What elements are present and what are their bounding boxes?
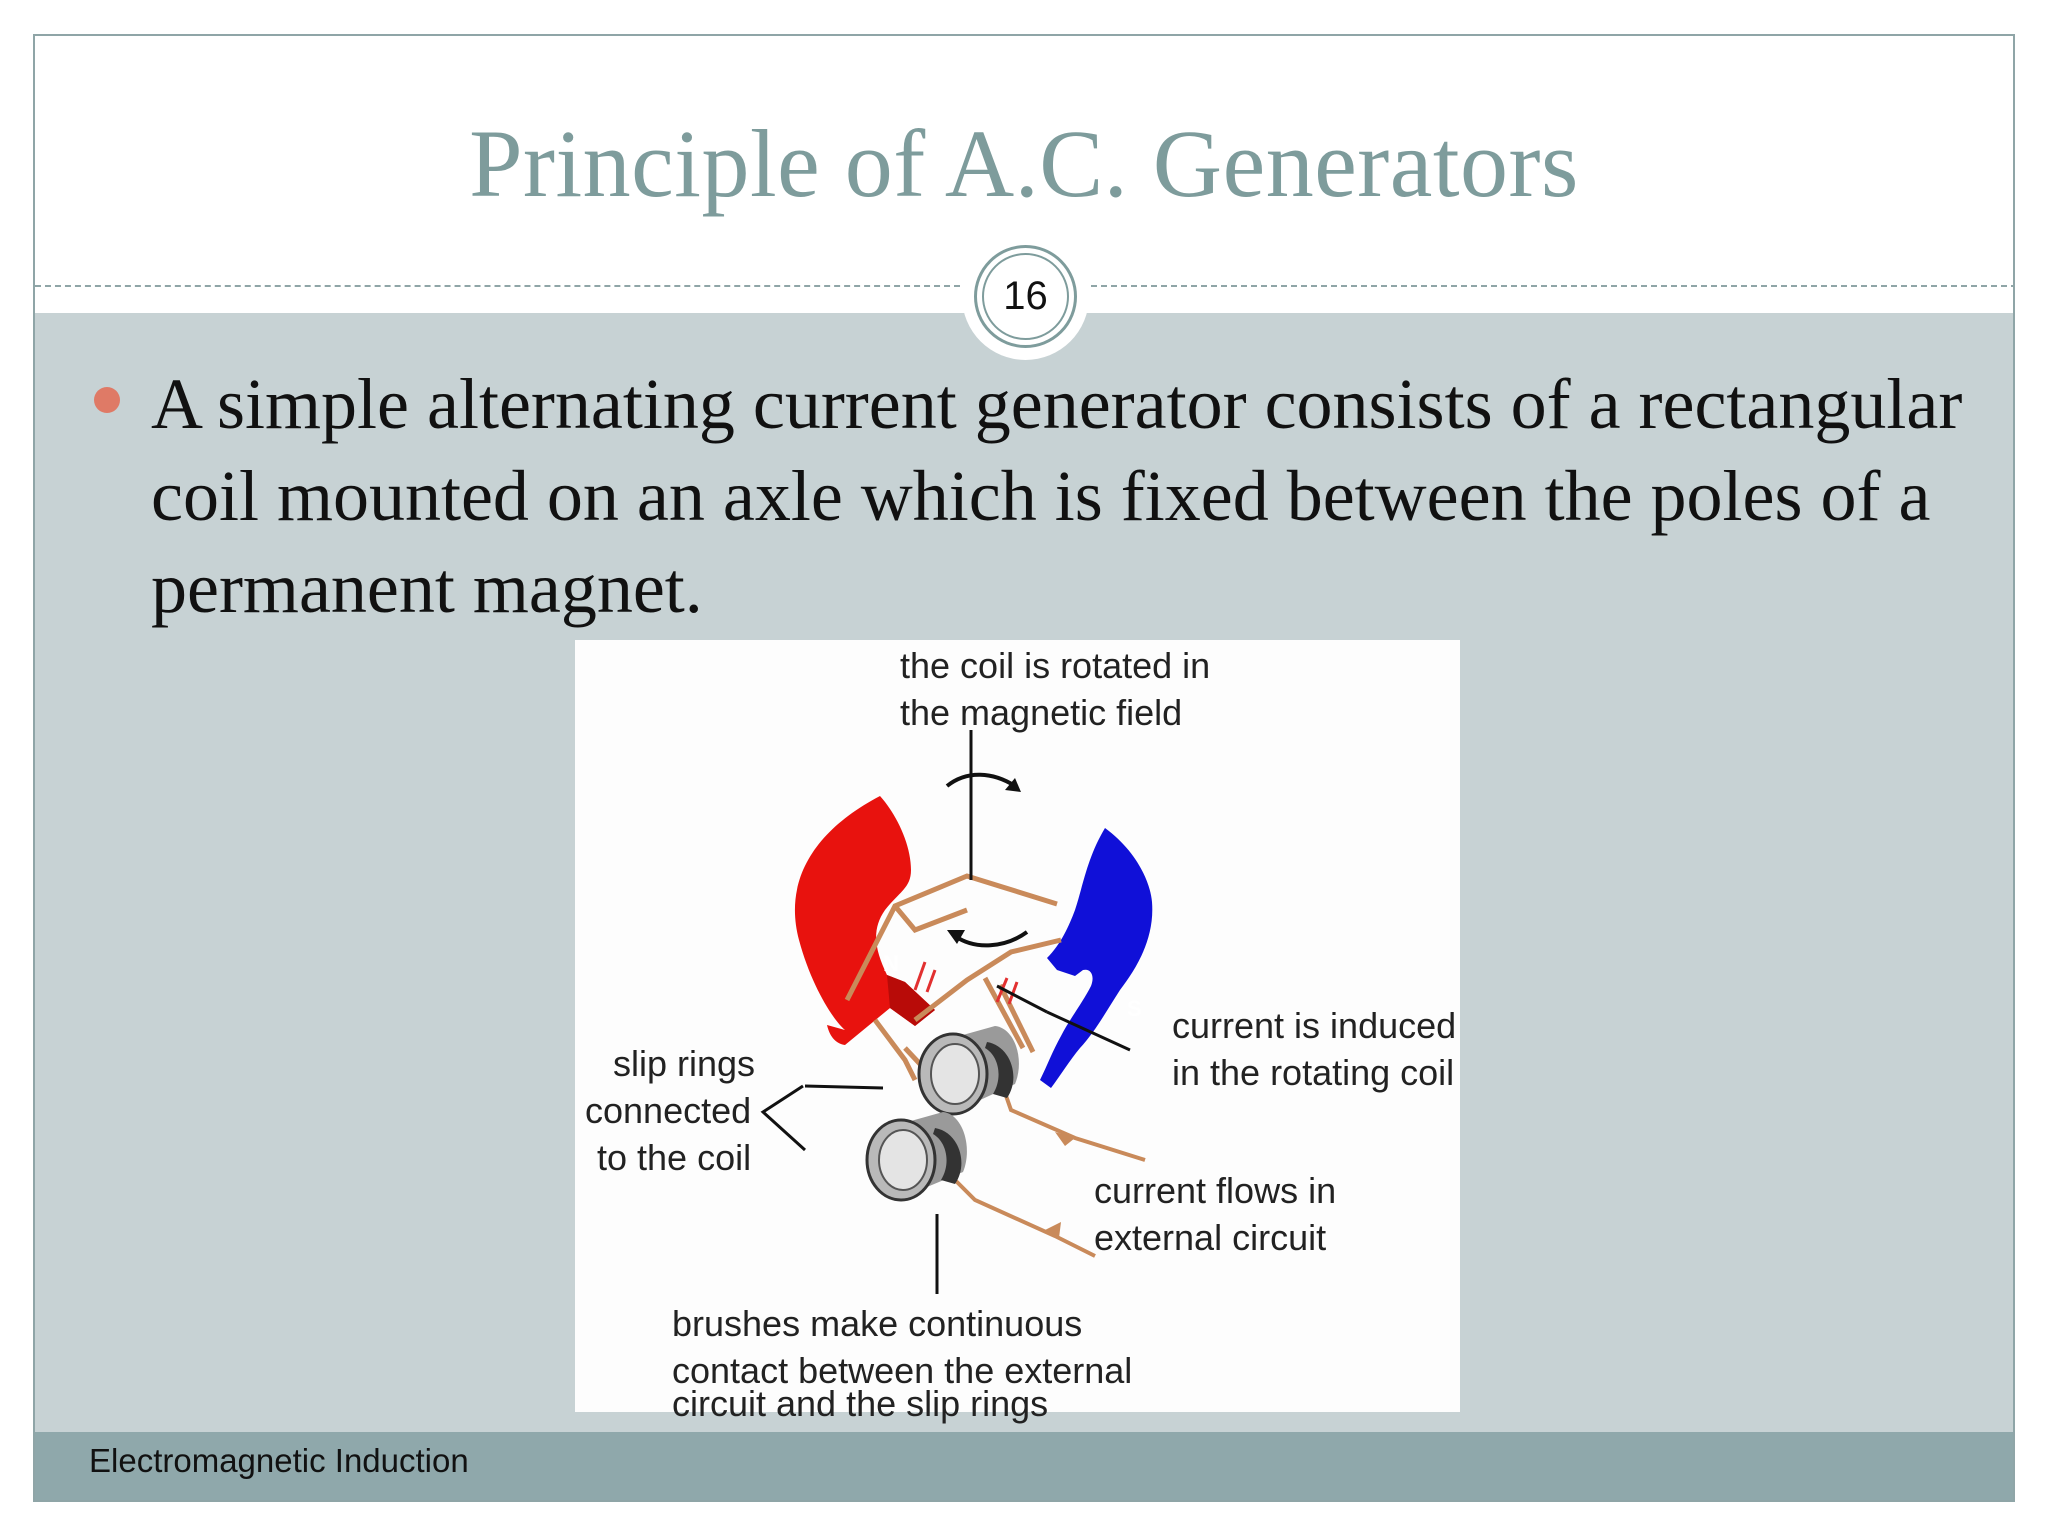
label-current-flows-line2: external circuit [1094, 1217, 1327, 1258]
rotation-arrow-bottom [953, 930, 1029, 948]
north-pole-label: N [883, 951, 899, 976]
flow-arrow-out [1055, 1132, 1075, 1146]
north-pole-face [887, 975, 935, 1026]
footer-text: Electromagnetic Induction [89, 1442, 469, 1479]
label-brushes-line3: circuit and the slip rings [672, 1383, 1049, 1424]
label-current-flows-line1: current flows in [1094, 1170, 1337, 1211]
flow-arrow-in [1045, 1222, 1061, 1238]
footer-bar: Electromagnetic Induction [35, 1432, 2013, 1500]
label-slip-rings-line1: slip rings [613, 1043, 756, 1084]
south-pole-label: S [1127, 996, 1142, 1021]
title-divider-right [1091, 285, 2013, 287]
slip-ring-lower [865, 1112, 967, 1202]
label-coil-rotated-line2: the magnetic field [900, 692, 1183, 733]
leader-lines [760, 984, 1131, 1294]
label-slip-rings-line3: to the coil [597, 1137, 752, 1178]
rotation-arrow-bottom-head [947, 930, 965, 944]
label-current-induced-line2: in the rotating coil [1172, 1052, 1455, 1093]
slide: Principle of A.C. Generators 16 A simple… [33, 34, 2015, 1502]
label-current-induced-line1: current is induced [1172, 1005, 1457, 1046]
rotation-arrow-top-head [1005, 778, 1021, 792]
bullet-icon [94, 387, 120, 413]
rotation-arrow-top [945, 772, 1017, 788]
label-brushes-line1: brushes make continuous [672, 1303, 1083, 1344]
generator-diagram-drawing: N S [760, 730, 1153, 1294]
label-slip-rings-line2: connected [585, 1090, 752, 1131]
slide-title: Principle of A.C. Generators [469, 110, 1579, 217]
label-brushes-line2: contact between the external [672, 1350, 1133, 1391]
bullet-text: A simple alternating current generator c… [151, 364, 1963, 628]
generator-diagram: N S [575, 640, 1460, 1424]
slip-ring-upper [917, 1026, 1019, 1116]
label-coil-rotated-line1: the coil is rotated in [900, 645, 1211, 686]
south-pole-magnet [1040, 828, 1153, 1088]
page-number-badge: 16 [982, 253, 1069, 340]
title-divider-left [35, 285, 960, 287]
